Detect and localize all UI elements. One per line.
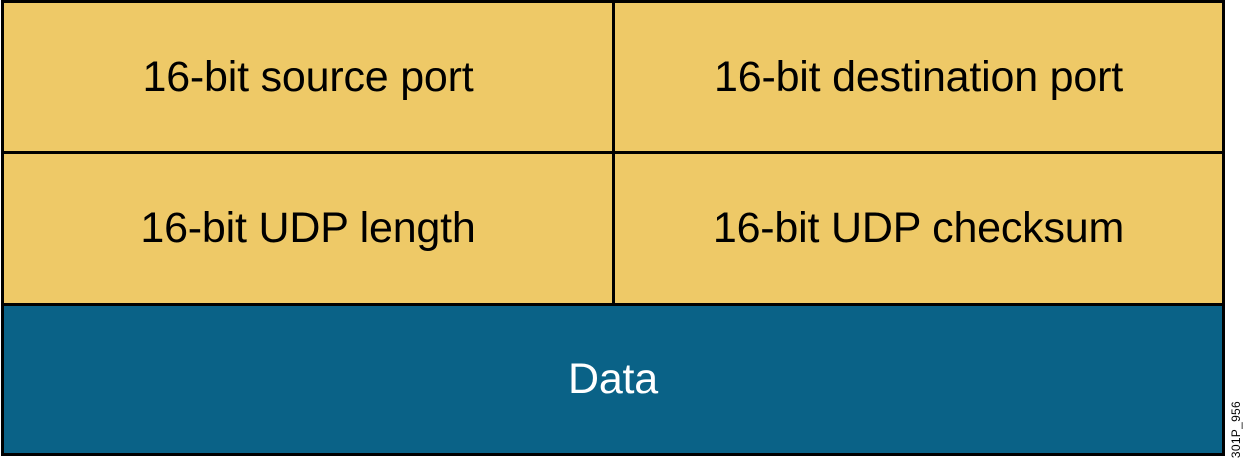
udp-header-table: 16-bit source port 16-bit destination po… — [1, 0, 1225, 456]
field-data-label: Data — [567, 355, 659, 403]
packet-row-data-payload: Data — [4, 306, 1222, 453]
figure-id-watermark: 301P_956 — [1228, 392, 1244, 458]
figure-id-text: 301P_956 — [1229, 400, 1243, 458]
field-destination-port-label: 16-bit destination port — [714, 52, 1123, 101]
packet-row-length-checksum: 16-bit UDP length 16-bit UDP checksum — [4, 154, 1222, 306]
packet-row-ports: 16-bit source port 16-bit destination po… — [4, 3, 1222, 154]
field-udp-checksum-label: 16-bit UDP checksum — [712, 204, 1125, 252]
field-udp-length-label: 16-bit UDP length — [140, 204, 476, 252]
field-destination-port: 16-bit destination port — [615, 3, 1222, 151]
field-udp-length: 16-bit UDP length — [4, 154, 615, 303]
field-source-port-label: 16-bit source port — [142, 52, 474, 101]
field-source-port: 16-bit source port — [4, 3, 615, 151]
field-udp-checksum: 16-bit UDP checksum — [615, 154, 1222, 303]
